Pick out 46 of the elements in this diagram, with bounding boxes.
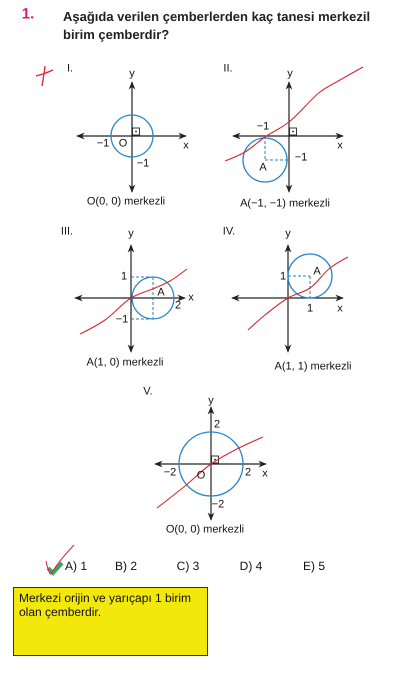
graph-label: V. xyxy=(143,386,153,398)
graph-label: A(1, 1) merkezli xyxy=(274,362,352,372)
graph-label: 2 xyxy=(174,300,182,312)
question-text: Aşağıda verilen çemberlerden kaç tanesi merkezil birim çemberdir? xyxy=(63,8,372,44)
graph-label: −1 xyxy=(116,314,128,326)
graph-label: −1 xyxy=(96,138,110,150)
graph-label: y xyxy=(128,228,134,240)
graph-label: −1 xyxy=(256,122,270,132)
answer-option: B) 2 xyxy=(115,560,137,572)
graph-label: x xyxy=(337,140,343,152)
graph-label: A xyxy=(313,266,321,278)
graph-label: I. xyxy=(66,64,74,74)
graph-label: O(0, 0) merkezli xyxy=(166,524,244,536)
graph-label: −2 xyxy=(212,500,224,510)
graph-label: IV. xyxy=(222,226,236,238)
graph-label: −1 xyxy=(136,158,150,170)
graph-label: II. xyxy=(223,64,233,74)
graph-label: O(0, 0) merkezli xyxy=(86,196,166,208)
graph-label: y xyxy=(287,68,293,80)
graph-label: x xyxy=(337,304,343,314)
graph-label: 1 xyxy=(306,304,314,314)
note-box: Merkezi orijin ve yarıçapı 1 birim olan çemberdir. xyxy=(13,587,208,656)
answer-option: C) 3 xyxy=(176,560,200,572)
graph-label: O xyxy=(196,470,206,482)
graph-label: −2 xyxy=(164,468,176,478)
graph-label: O xyxy=(118,138,128,150)
graph-label: y xyxy=(208,396,214,406)
answer-option: D) 4 xyxy=(240,560,262,572)
graph-label: −1 xyxy=(294,152,308,164)
question-number: 1. xyxy=(22,6,34,22)
graph-label: 2 xyxy=(244,468,252,478)
graph-label: 1 xyxy=(280,272,286,282)
graph-label: y xyxy=(129,68,135,80)
graph-label: 1 xyxy=(120,272,128,282)
graph-label: A(−1, −1) merkezli xyxy=(240,198,330,210)
answer-option: E) 5 xyxy=(303,560,325,572)
graph-label: III. xyxy=(60,226,74,238)
graph-label: A xyxy=(259,162,267,174)
graph-label: x xyxy=(188,292,194,304)
graph-label: x xyxy=(183,140,189,152)
answer-option: A) 1 xyxy=(65,560,87,572)
graph-label: 2 xyxy=(214,420,220,430)
graph-label: A(1, 0) merkezli xyxy=(86,358,164,368)
graph-label: y xyxy=(285,228,291,240)
graph-label: x xyxy=(262,468,268,480)
graph-label: A xyxy=(157,288,165,298)
